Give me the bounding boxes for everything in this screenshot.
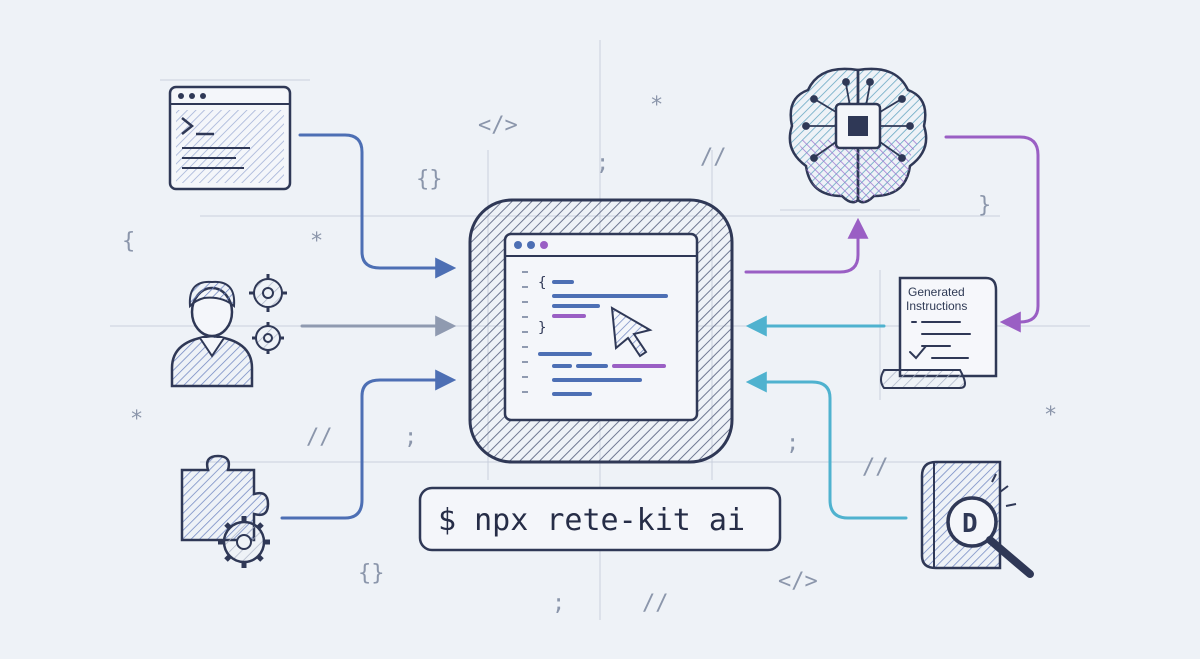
gear-icon [218,516,270,568]
generated-instructions-scroll-icon: Generated Instructions [880,276,998,389]
arrow-docs-to-editor [745,371,908,520]
decor-slashes-3: // [642,591,669,616]
command-text: $ npx rete-kit ai [438,503,745,538]
arrow-terminal-to-editor [298,133,457,279]
decor-semicolon-2: ; [404,425,417,450]
decor-asterisk: * [650,93,663,118]
decorative-symbols: </> {} ; // * { * * // ; {} ; // </> // … [122,93,1057,616]
decor-close-brace: } [978,193,991,218]
svg-text:}: } [538,320,546,336]
arrow-plugin-to-editor [280,369,457,520]
decor-tag: </> [478,113,518,138]
decor-asterisk-2: * [310,229,323,254]
decor-slashes: // [700,145,727,170]
decor-semicolon: ; [596,151,609,176]
decor-braces: {} [416,167,443,192]
decor-semicolon-4: ; [786,431,799,456]
connectors [280,133,1040,520]
puzzle-with-gear-icon [180,454,270,568]
code-editor-app-icon: { } [468,198,734,464]
developer-with-gears-icon [170,274,287,388]
svg-text:D: D [962,509,978,539]
doc-title-line1: Generated [908,285,965,299]
svg-text:{: { [538,275,546,291]
decor-open-brace: { [122,229,135,254]
decor-slashes-4: // [862,455,889,480]
decor-asterisk-3: * [130,407,143,432]
gear-icon [253,278,283,351]
decor-braces-2: {} [358,561,385,586]
command-box: $ npx rete-kit ai [418,486,782,552]
terminal-window-icon [168,85,292,191]
decor-asterisk-4: * [1044,403,1057,428]
ai-brain-chip-icon [788,67,928,204]
cursor-icon [610,306,653,358]
doc-title-line2: Instructions [906,299,967,313]
decor-semicolon-3: ; [552,591,565,616]
documentation-book-magnifier-icon: D [920,460,1034,578]
arrow-editor-to-brain [744,217,869,274]
decor-slashes-2: // [306,425,333,450]
decor-tag-2: </> [778,569,818,594]
arrow-brain-to-instructions [944,135,1040,333]
